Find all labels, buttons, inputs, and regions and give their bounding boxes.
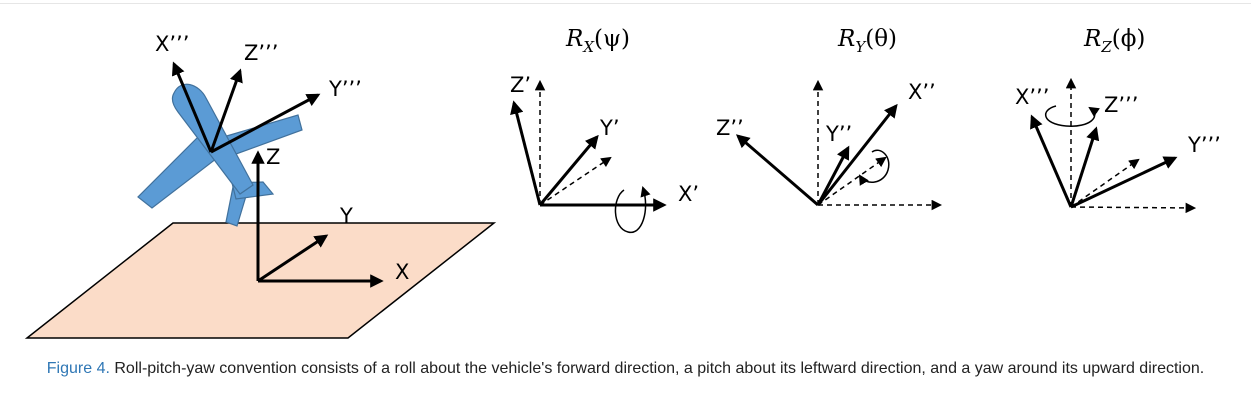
panel-roll: RX(ψ) Z’ Y’ X’	[510, 26, 699, 234]
top-divider	[0, 3, 1251, 4]
label-x3: X’’’	[155, 32, 189, 56]
panel-roll-label-z: Z’	[510, 73, 531, 97]
panel-yaw-label-z: Z’’’	[1104, 93, 1138, 117]
world-axes	[251, 150, 384, 288]
body-axis-z3	[209, 68, 243, 153]
caption-text: Roll-pitch-yaw convention consists of a …	[114, 360, 1205, 377]
panel-pitch-label-x: X’’	[908, 80, 936, 104]
rotation-arrow-icon	[1045, 105, 1100, 127]
panel-yaw-label-x: X’’’	[1015, 85, 1049, 109]
body-axis-y3	[210, 93, 321, 154]
body-axes	[171, 61, 321, 154]
panel-roll-label-y: Y’	[599, 116, 620, 140]
body-axis-x3	[171, 61, 213, 153]
panel-yaw-title: RZ(ϕ)	[1083, 26, 1145, 56]
label-y3: Y’’’	[328, 77, 362, 101]
panel-yaw-label-y: Y’’’	[1187, 133, 1221, 157]
panel-yaw: RZ(ϕ) X’’’ Z’’’ Y’’’	[1015, 26, 1221, 214]
label-y: Y	[339, 204, 353, 228]
label-x: X	[395, 260, 409, 284]
roll-pitch-yaw-diagram: X’’’ Z’’’ Y’’’ Z Y X RX(ψ) Z’ Y’ X’ RY(θ…	[24, 26, 1221, 339]
panel-pitch-title: RY(θ)	[837, 26, 897, 56]
panel-pitch: RY(θ) Z’’ Y’’ X’’	[716, 26, 943, 211]
rotation-arrow-icon	[614, 185, 651, 234]
rotation-arrow-icon	[858, 149, 890, 186]
figure-caption: Figure 4. Roll-pitch-yaw convention cons…	[20, 357, 1231, 381]
label-z: Z	[266, 145, 280, 169]
panel-pitch-label-z: Z’’	[716, 116, 744, 140]
panel-pitch-label-y: Y’’	[825, 122, 852, 146]
world-axis-y	[257, 234, 329, 283]
label-z3: Z’’’	[244, 41, 278, 65]
caption-label: Figure 4.	[46, 360, 110, 377]
panel-roll-label-x: X’	[678, 182, 699, 206]
panel-roll-title: RX(ψ)	[565, 26, 630, 56]
